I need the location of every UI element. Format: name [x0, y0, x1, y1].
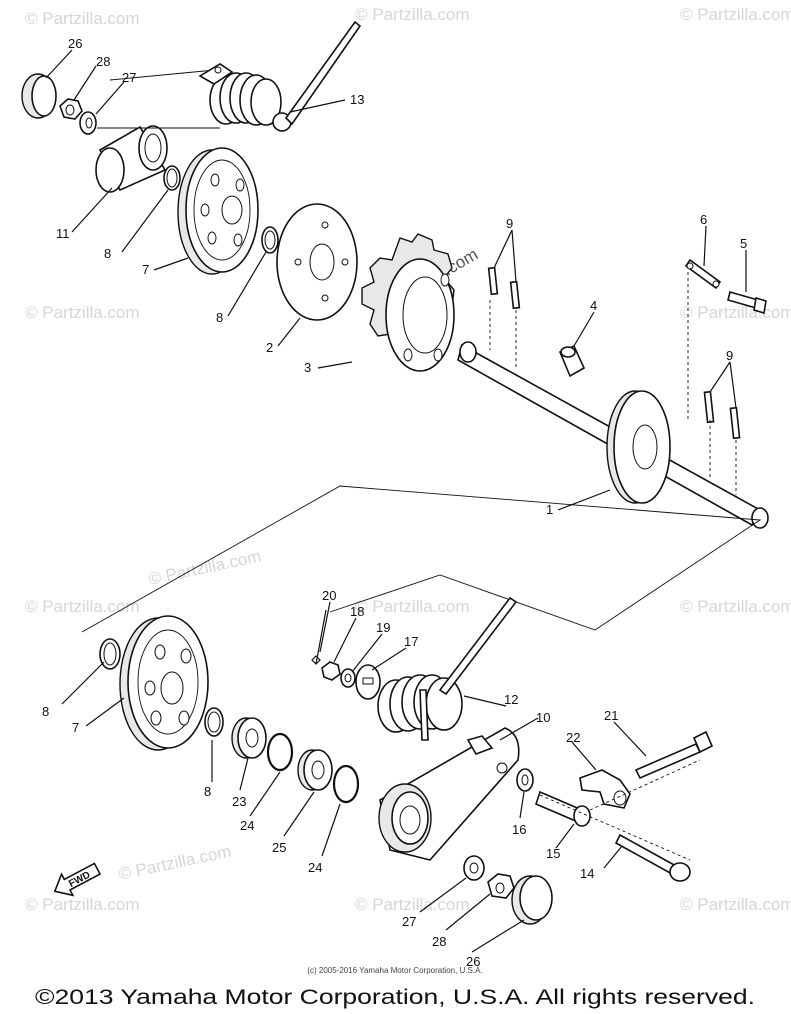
part-washer	[463, 855, 485, 881]
callout-9: 9	[506, 216, 513, 231]
callout-8: 8	[204, 784, 211, 799]
upper-assembly	[21, 20, 769, 529]
callout-12: 12	[504, 692, 518, 707]
watermark: © Partzilla.com	[680, 895, 791, 914]
copyright-notice: ©2013 Yamaha Motor Corporation, U.S.A. A…	[35, 986, 755, 1009]
callout-4: 4	[590, 298, 597, 313]
assembly-boundary	[81, 485, 762, 633]
part-bolt	[727, 291, 767, 315]
callout-24: 24	[308, 860, 322, 875]
callout-8: 8	[42, 704, 49, 719]
part-snap-ring	[266, 732, 294, 772]
part-circlip	[204, 707, 224, 737]
callout-10: 10	[536, 710, 550, 725]
part-circlip	[99, 638, 121, 670]
callout-3: 3	[304, 360, 311, 375]
part-bearing	[297, 749, 333, 791]
part-arm	[378, 727, 520, 861]
part-sprocket	[361, 233, 455, 372]
part-cap	[21, 73, 57, 119]
callout-18: 18	[350, 604, 364, 619]
part-pins	[487, 266, 741, 440]
callout-21: 21	[604, 708, 618, 723]
part-circlip	[163, 165, 181, 191]
callout-5: 5	[740, 236, 747, 251]
part-sleeve	[95, 69, 220, 193]
watermark: © Partzilla.com	[25, 9, 140, 28]
callout-2: 2	[266, 340, 273, 355]
part-collar	[535, 790, 591, 827]
part-bracket	[579, 769, 631, 809]
watermark: © Partzilla.com	[355, 5, 470, 24]
fwd-label: FWD	[67, 870, 92, 890]
callout-15: 15	[546, 846, 560, 861]
part-nut	[59, 98, 83, 120]
watermark: © Partzilla.com	[680, 5, 791, 24]
part-washer	[340, 668, 356, 688]
part-cap	[511, 875, 553, 925]
callout-25: 25	[272, 840, 286, 855]
part-bearing	[231, 717, 267, 759]
callout-11: 11	[56, 226, 70, 241]
part-collar	[558, 344, 586, 378]
part-bolt	[634, 730, 714, 780]
part-shaft	[457, 341, 769, 529]
callout-8: 8	[216, 310, 223, 325]
callout-24: 24	[240, 818, 254, 833]
callout-27: 27	[122, 70, 136, 85]
watermark: © Partzilla.com	[25, 895, 140, 914]
callout-19: 19	[376, 620, 390, 635]
watermark: © Partzilla.com	[25, 303, 140, 322]
callout-7: 7	[142, 262, 149, 277]
part-circlip	[261, 226, 279, 254]
part-plate	[276, 203, 358, 321]
part-washer	[79, 111, 97, 135]
callout-16: 16	[512, 822, 526, 837]
callout-20: 20	[322, 588, 336, 603]
callout-27: 27	[402, 914, 416, 929]
callout-14: 14	[580, 866, 594, 881]
small-copyright: (c) 2005-2016 Yamaha Motor Corporation, …	[307, 966, 482, 975]
part-pulley-upper	[177, 147, 259, 275]
callout-6: 6	[700, 212, 707, 227]
watermark: © Partzilla.com	[680, 597, 791, 616]
part-pulley-lower	[119, 615, 209, 751]
watermark: © Partzilla.com	[355, 895, 470, 914]
callout-28: 28	[96, 54, 110, 69]
callout-17: 17	[404, 634, 418, 649]
part-snap-ring	[332, 764, 360, 804]
callout-28: 28	[432, 934, 446, 949]
callout-22: 22	[566, 730, 580, 745]
callout-9: 9	[726, 348, 733, 363]
assembly-lines-upper	[489, 272, 737, 495]
part-spring-upper	[198, 63, 292, 132]
part-plate	[355, 664, 381, 700]
callout-23: 23	[232, 794, 246, 809]
callout-leaders	[45, 49, 747, 953]
watermark: © Partzilla.com	[680, 303, 791, 322]
part-spring-lower	[377, 674, 463, 741]
watermark: © Partzilla.com	[355, 597, 470, 616]
callout-labels: 26 28 27 13 11 8 7 8 2 3 9 6 5 4 9 1 20 …	[42, 36, 747, 969]
part-bracket	[684, 258, 722, 290]
callout-26: 26	[68, 36, 82, 51]
callout-13: 13	[350, 92, 364, 107]
part-cotter-pin	[311, 609, 327, 665]
callout-8: 8	[104, 246, 111, 261]
part-rod-lower	[438, 596, 518, 696]
watermark: © Partzilla.com	[147, 547, 263, 589]
callout-1: 1	[546, 502, 553, 517]
assembly-lines-lower	[539, 759, 701, 861]
part-washer	[516, 768, 534, 792]
callout-26: 26	[466, 954, 480, 969]
part-bolt	[614, 833, 691, 882]
part-nut	[487, 873, 515, 899]
watermark: © Partzilla.com	[117, 842, 233, 884]
part-rod-upper	[284, 20, 362, 126]
part-nut	[321, 661, 341, 681]
watermark: © Partzilla.com	[25, 597, 140, 616]
callout-7: 7	[72, 720, 79, 735]
lower-assembly	[99, 596, 714, 925]
